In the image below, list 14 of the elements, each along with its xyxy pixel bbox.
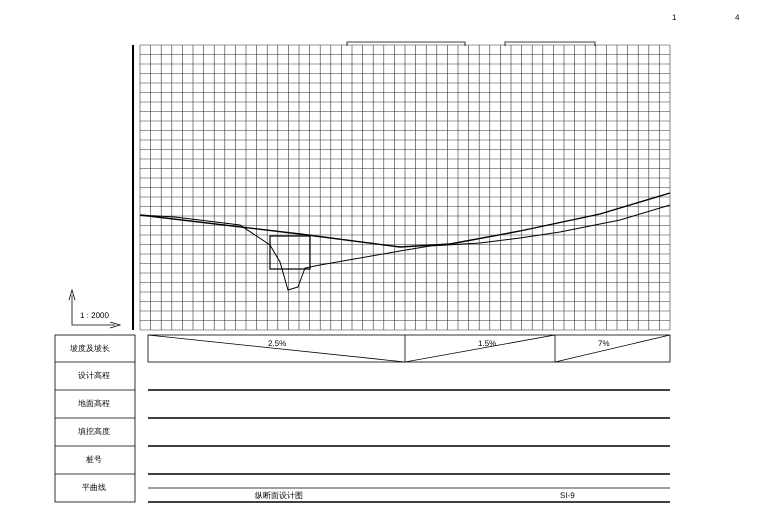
scale-label: 1 : 2000 <box>80 312 109 320</box>
grade-label: 2.5% <box>268 340 286 348</box>
drawing-title: 纵断面设计图 <box>255 492 303 500</box>
row-header: 填挖高度 <box>78 428 110 436</box>
row-header: 桩号 <box>86 456 102 464</box>
page-number: 4 <box>735 14 740 22</box>
row-header: 地面高程 <box>78 400 110 408</box>
row-header: 坡度及坡长 <box>70 345 110 353</box>
page-number: 1 <box>672 14 676 22</box>
grade-label: 7% <box>598 340 610 348</box>
row-header: 平曲线 <box>82 484 106 492</box>
grade-label: 1.5% <box>478 340 496 348</box>
row-header: 设计高程 <box>78 372 110 380</box>
sheet-number: SI-9 <box>560 492 575 500</box>
